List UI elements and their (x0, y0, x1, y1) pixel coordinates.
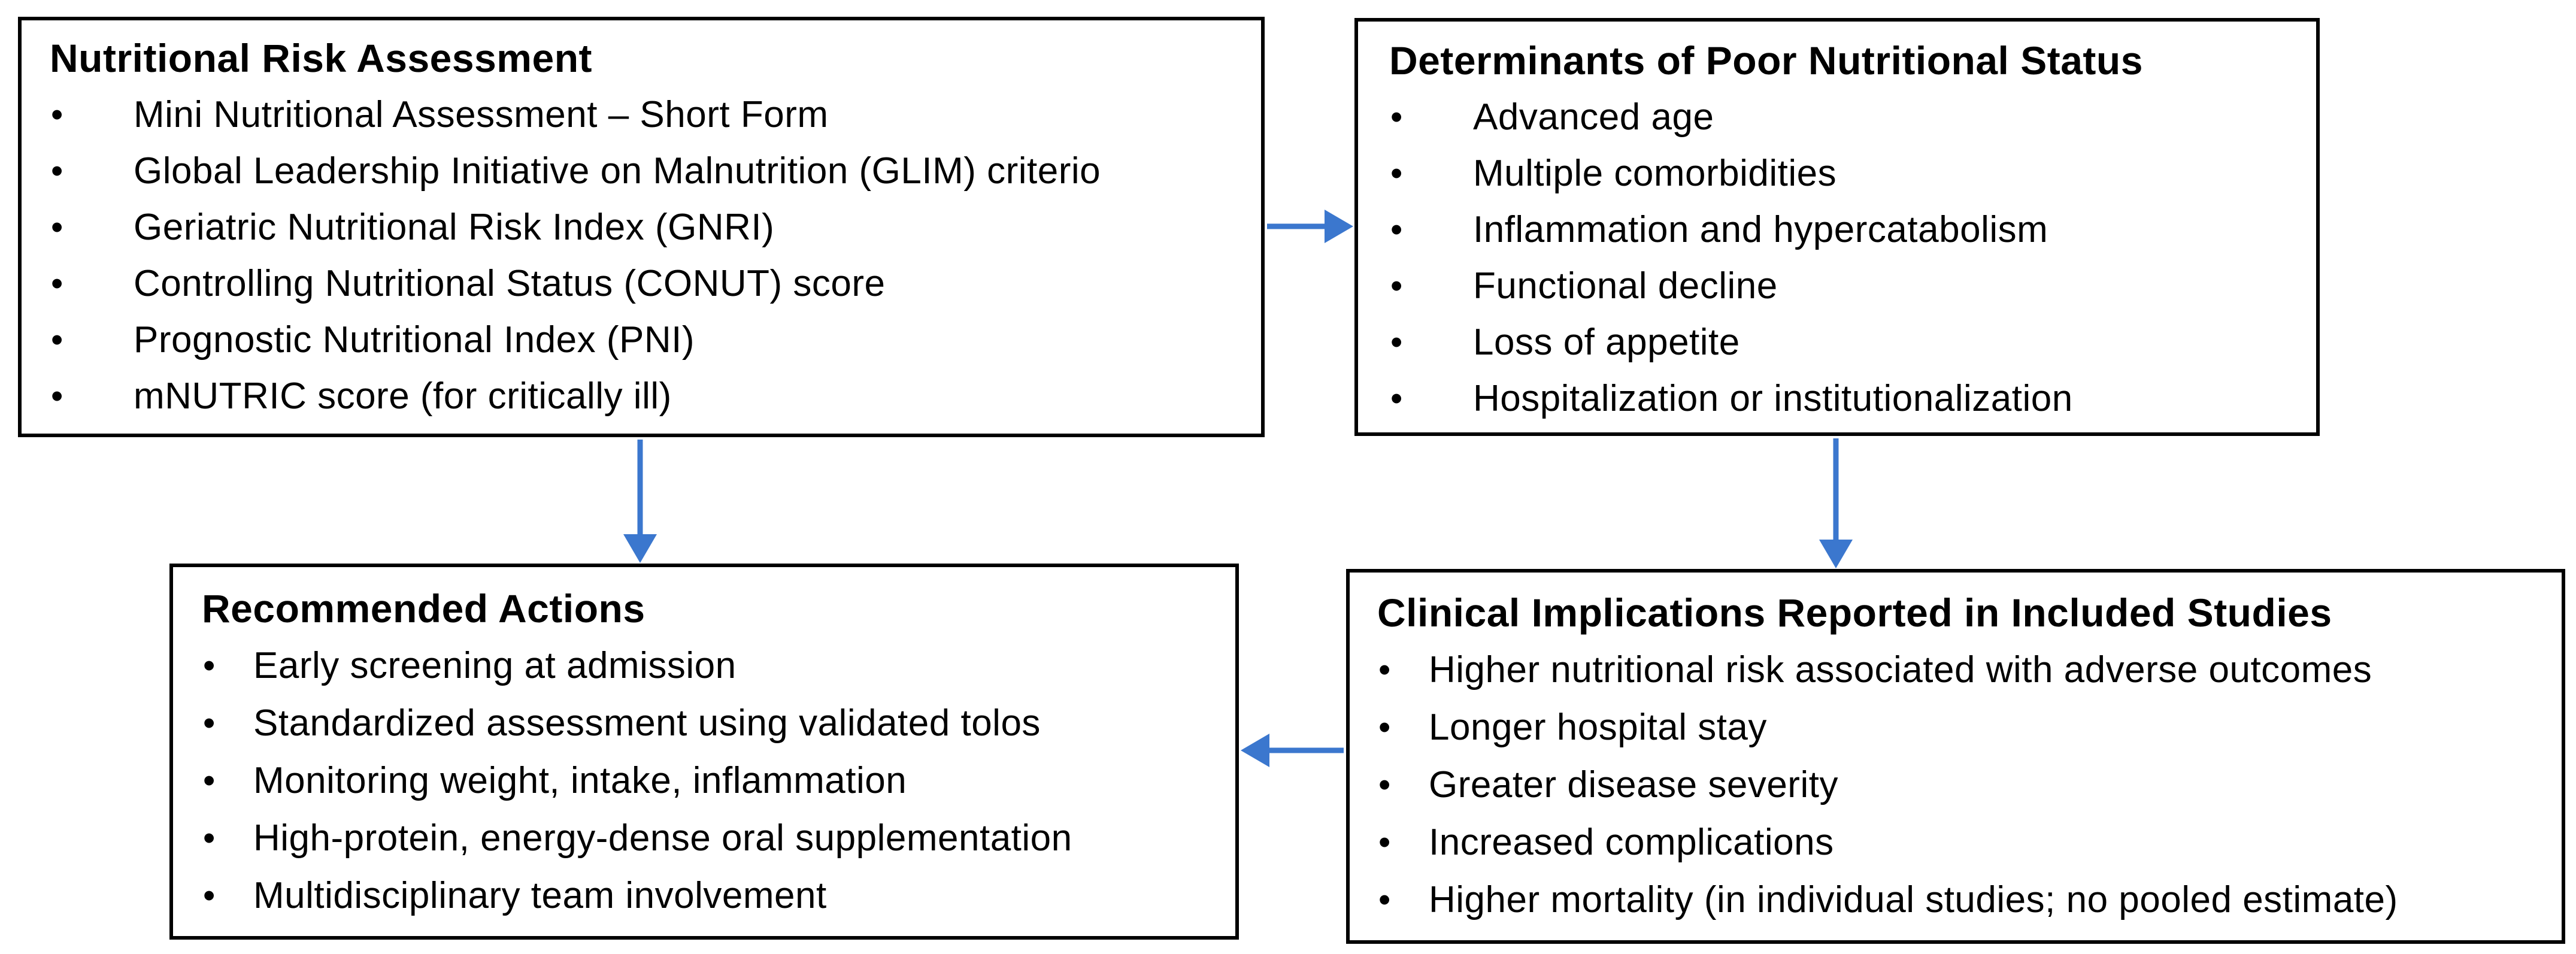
list-item: Monitoring weight, intake, inflammation (202, 752, 1217, 810)
list-item: Standardized assessment using validated … (202, 695, 1217, 752)
arrow-right-assessment-to-determinants (1267, 210, 1353, 243)
list-item: Loss of appetite (1389, 314, 2298, 371)
list-item: Controlling Nutritional Status (CONUT) s… (50, 256, 1243, 312)
list-item: Multiple comorbidities (1389, 146, 2298, 202)
list-item: mNUTRIC score (for critically ill) (50, 368, 1243, 425)
box-title: Determinants of Poor Nutritional Status (1389, 38, 2143, 83)
bullet-list: Mini Nutritional Assessment – Short Form… (50, 87, 1243, 425)
list-item: Mini Nutritional Assessment – Short Form (50, 87, 1243, 143)
bullet-list: Advanced age Multiple comorbidities Infl… (1389, 89, 2298, 427)
box-title: Clinical Implications Reported in Includ… (1377, 590, 2332, 635)
list-item: Geriatric Nutritional Risk Index (GNRI) (50, 199, 1243, 256)
arrow-down-assessment-to-actions (623, 440, 657, 563)
box-determinants-of-poor-nutritional-status: Determinants of Poor Nutritional Status … (1354, 18, 2320, 436)
bullet-list: Early screening at admission Standardize… (202, 637, 1217, 925)
list-item: High-protein, energy-dense oral suppleme… (202, 810, 1217, 867)
list-item: Prognostic Nutritional Index (PNI) (50, 312, 1243, 368)
box-title: Nutritional Risk Assessment (50, 36, 592, 80)
list-item: Higher nutritional risk associated with … (1377, 641, 2544, 699)
list-item: Increased complications (1377, 814, 2544, 871)
list-item: Functional decline (1389, 258, 2298, 314)
list-item: Higher mortality (in individual studies;… (1377, 871, 2544, 929)
box-nutritional-risk-assessment: Nutritional Risk Assessment Mini Nutriti… (18, 17, 1265, 437)
arrow-left-implications-to-actions (1241, 734, 1344, 767)
list-item: Longer hospital stay (1377, 699, 2544, 756)
box-title: Recommended Actions (202, 586, 645, 631)
arrow-down-determinants-to-implications (1819, 438, 1853, 568)
box-clinical-implications: Clinical Implications Reported in Includ… (1346, 569, 2565, 944)
list-item: Greater disease severity (1377, 756, 2544, 814)
list-item: Advanced age (1389, 89, 2298, 146)
list-item: Early screening at admission (202, 637, 1217, 695)
bullet-list: Higher nutritional risk associated with … (1377, 641, 2544, 929)
box-recommended-actions: Recommended Actions Early screening at a… (169, 564, 1239, 940)
list-item: Global Leadership Initiative on Malnutri… (50, 143, 1243, 199)
list-item: Multidisciplinary team involvement (202, 867, 1217, 925)
list-item: Inflammation and hypercatabolism (1389, 202, 2298, 258)
list-item: Hospitalization or institutionalization (1389, 371, 2298, 427)
